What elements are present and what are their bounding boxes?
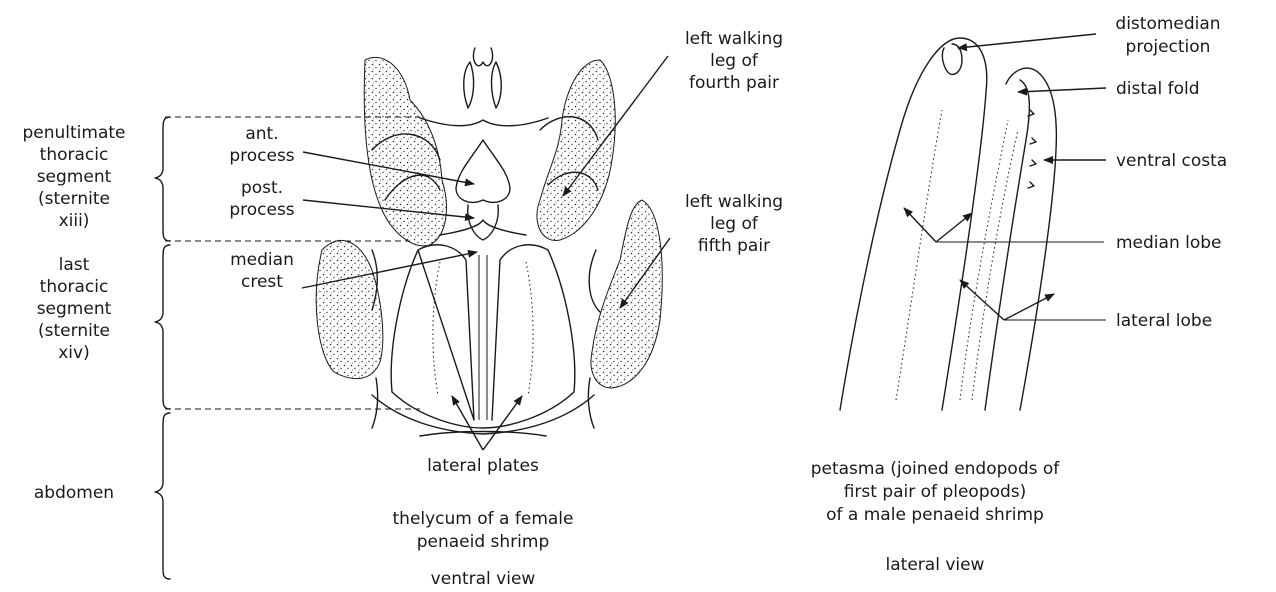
svg-text:ant.: ant. bbox=[245, 124, 278, 144]
lateral-lobe-arrow-left bbox=[960, 280, 1004, 320]
distomedian-label: distomedian projection bbox=[1115, 14, 1220, 57]
ventral-costa-label: ventral costa bbox=[1116, 151, 1227, 171]
svg-text:xiv): xiv) bbox=[58, 343, 89, 363]
segment-abdomen-label: abdomen bbox=[34, 483, 114, 503]
svg-text:(sternite: (sternite bbox=[38, 321, 110, 341]
svg-text:last: last bbox=[59, 255, 90, 275]
lateral-lobe-arrow-right bbox=[1004, 294, 1054, 320]
svg-text:(sternite: (sternite bbox=[38, 189, 110, 209]
svg-text:distomedian: distomedian bbox=[1115, 14, 1220, 34]
svg-text:projection: projection bbox=[1126, 37, 1211, 57]
svg-text:leg of: leg of bbox=[710, 51, 759, 71]
svg-text:xiii): xiii) bbox=[59, 211, 90, 231]
thelycum-view-label: ventral view bbox=[431, 569, 536, 589]
petasma-drawing bbox=[840, 38, 1056, 410]
median-crest-label: median crest bbox=[230, 250, 294, 292]
thelycum-drawing bbox=[316, 48, 662, 436]
petasma-caption: petasma (joined endopods of first pair o… bbox=[811, 459, 1061, 525]
segment-braces bbox=[155, 117, 170, 579]
svg-text:of a male penaeid shrimp: of a male penaeid shrimp bbox=[826, 505, 1044, 525]
distomedian-arrow bbox=[958, 34, 1096, 48]
svg-text:process: process bbox=[229, 146, 294, 166]
lateral-lobe-label: lateral lobe bbox=[1116, 311, 1212, 331]
petasma-view-label: lateral view bbox=[886, 555, 985, 575]
segment-last-label: last thoracic segment (sternite xiv) bbox=[37, 255, 112, 363]
svg-text:leg of: leg of bbox=[710, 214, 759, 234]
lateral-plates-label: lateral plates bbox=[427, 456, 539, 476]
leg-fifth-label: left walking leg of fifth pair bbox=[685, 192, 783, 256]
distal-fold-label: distal fold bbox=[1116, 79, 1199, 99]
svg-text:left walking: left walking bbox=[685, 29, 783, 49]
median-lobe-arrow-right bbox=[936, 213, 972, 242]
leg-fourth-label: left walking leg of fourth pair bbox=[685, 29, 783, 93]
svg-text:penultimate: penultimate bbox=[22, 123, 125, 143]
lateral-plates-arrow-left bbox=[452, 396, 483, 450]
svg-text:crest: crest bbox=[241, 272, 283, 292]
segment-penultimate-label: penultimate thoracic segment (sternite x… bbox=[22, 123, 125, 231]
svg-text:post.: post. bbox=[241, 178, 283, 198]
svg-text:left walking: left walking bbox=[685, 192, 783, 212]
median-lobe-arrow-left bbox=[904, 208, 936, 242]
svg-text:penaeid shrimp: penaeid shrimp bbox=[417, 532, 550, 552]
svg-text:fourth pair: fourth pair bbox=[689, 73, 779, 93]
svg-text:thelycum of a female: thelycum of a female bbox=[393, 509, 574, 529]
distal-fold-arrow bbox=[1018, 88, 1106, 92]
svg-text:thoracic: thoracic bbox=[40, 145, 109, 165]
svg-text:thoracic: thoracic bbox=[40, 277, 109, 297]
svg-text:first pair of pleopods): first pair of pleopods) bbox=[844, 482, 1027, 502]
ant-process-label: ant. process bbox=[229, 124, 294, 166]
thelycum-caption: thelycum of a female penaeid shrimp bbox=[393, 509, 574, 552]
svg-text:process: process bbox=[229, 200, 294, 220]
svg-text:segment: segment bbox=[37, 299, 112, 319]
svg-text:median: median bbox=[230, 250, 294, 270]
svg-text:fifth pair: fifth pair bbox=[698, 236, 770, 256]
post-process-label: post. process bbox=[229, 178, 294, 220]
median-lobe-label: median lobe bbox=[1116, 233, 1222, 253]
svg-text:segment: segment bbox=[37, 167, 112, 187]
svg-text:petasma (joined endopods of: petasma (joined endopods of bbox=[811, 459, 1061, 479]
